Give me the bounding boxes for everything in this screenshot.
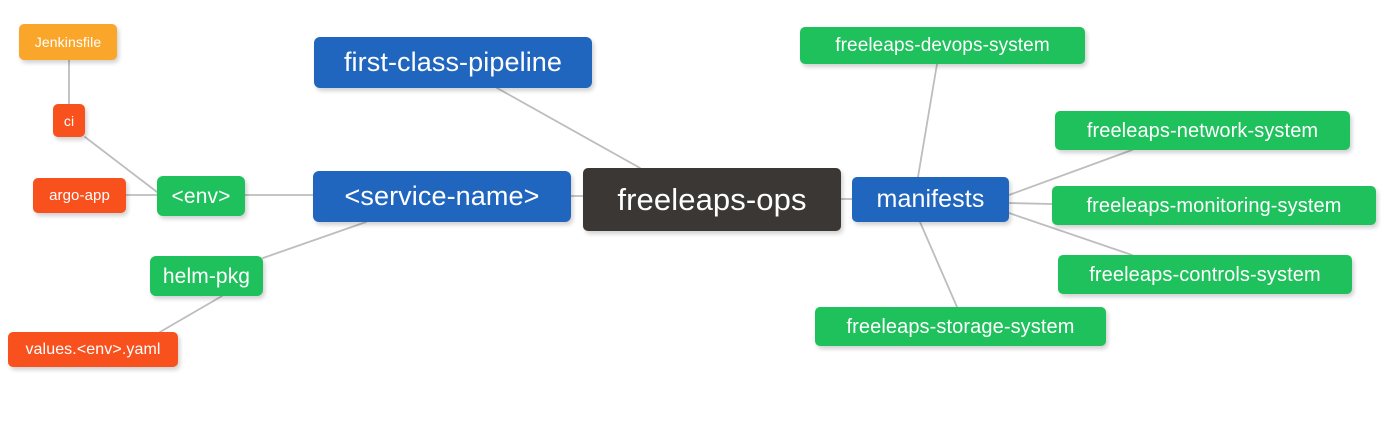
node-first-class-pipeline[interactable]: first-class-pipeline xyxy=(314,37,592,88)
node-label-argo-app: argo-app xyxy=(49,187,110,204)
node-freeleaps-devops-system[interactable]: freeleaps-devops-system xyxy=(800,27,1085,64)
node-jenkinsfile[interactable]: Jenkinsfile xyxy=(19,24,117,60)
node-freeleaps-controls-system[interactable]: freeleaps-controls-system xyxy=(1058,255,1352,294)
node-label-freeleaps-monitoring-system: freeleaps-monitoring-system xyxy=(1086,194,1342,217)
node-label-freeleaps-storage-system: freeleaps-storage-system xyxy=(846,315,1075,338)
node-label-freeleaps-network-system: freeleaps-network-system xyxy=(1086,119,1319,142)
node-freeleaps-monitoring-system[interactable]: freeleaps-monitoring-system xyxy=(1052,186,1376,225)
node-argo-app[interactable]: argo-app xyxy=(33,178,126,213)
node-freeleaps-ops[interactable]: freeleaps-ops xyxy=(583,168,841,231)
node-label-service-name: <service-name> xyxy=(344,181,540,211)
node-label-manifests: manifests xyxy=(876,185,985,213)
node-freeleaps-storage-system[interactable]: freeleaps-storage-system xyxy=(815,307,1106,346)
node-values-yaml[interactable]: values.<env>.yaml xyxy=(8,332,178,367)
node-label-env: <env> xyxy=(171,184,231,208)
node-label-freeleaps-controls-system: freeleaps-controls-system xyxy=(1089,263,1321,286)
edge-manifests-to-freeleaps-storage-system xyxy=(919,221,958,308)
node-label-freeleaps-ops: freeleaps-ops xyxy=(617,182,807,217)
node-label-freeleaps-devops-system: freeleaps-devops-system xyxy=(835,35,1050,56)
node-label-values-yaml: values.<env>.yaml xyxy=(25,340,161,358)
node-helm-pkg[interactable]: helm-pkg xyxy=(150,256,263,296)
edge-helm-pkg-to-service-name xyxy=(262,221,367,259)
node-label-first-class-pipeline: first-class-pipeline xyxy=(343,47,563,77)
node-service-name[interactable]: <service-name> xyxy=(313,171,571,222)
edge-manifests-to-freeleaps-monitoring-system xyxy=(1008,202,1053,205)
edge-values-yaml-to-helm-pkg xyxy=(159,295,223,333)
node-label-jenkinsfile: Jenkinsfile xyxy=(34,34,102,50)
node-label-helm-pkg: helm-pkg xyxy=(162,264,251,288)
edge-first-class-pipeline-to-freeleaps-ops xyxy=(496,87,641,169)
node-label-ci: ci xyxy=(63,112,75,129)
edge-manifests-to-freeleaps-devops-system xyxy=(917,63,938,178)
node-ci[interactable]: ci xyxy=(53,104,85,137)
node-manifests[interactable]: manifests xyxy=(852,177,1009,222)
node-freeleaps-network-system[interactable]: freeleaps-network-system xyxy=(1055,111,1350,150)
node-env[interactable]: <env> xyxy=(157,176,245,216)
